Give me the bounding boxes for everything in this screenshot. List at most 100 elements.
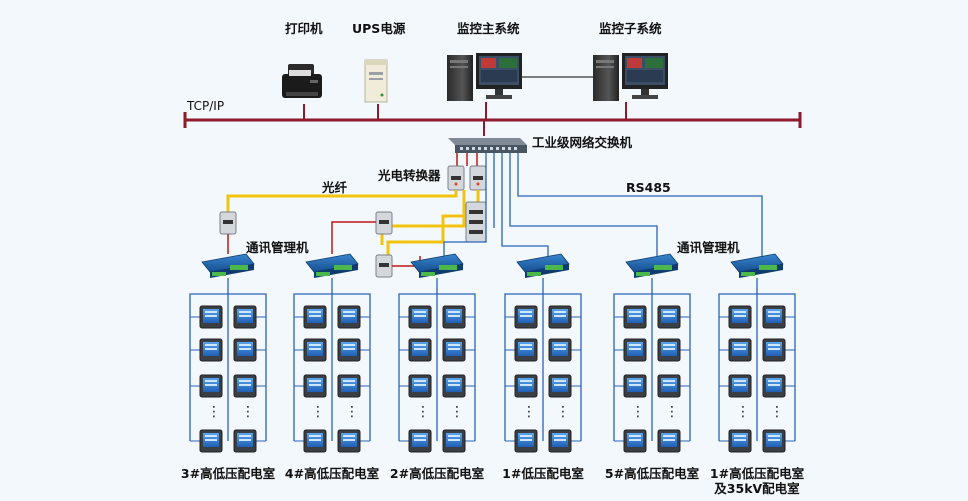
power-meter-icon xyxy=(514,338,538,362)
power-meter-icon xyxy=(623,338,647,362)
optical-converter-icon xyxy=(219,211,237,235)
optical-converter-icon xyxy=(375,211,393,235)
power-meter-icon xyxy=(337,374,361,398)
optical-converter-icon xyxy=(465,201,487,243)
power-meter-icon xyxy=(728,429,752,453)
power-meter-icon xyxy=(657,338,681,362)
more-meters-ellipsis: ⋮ xyxy=(522,404,536,420)
room-column: ⋮ ⋮ 2#高低压配电室 xyxy=(390,253,485,481)
comm-manager-icon xyxy=(625,253,679,278)
room-column: ⋮ ⋮ 5#高低压配电室 xyxy=(605,253,700,481)
more-meters-ellipsis: ⋮ xyxy=(770,404,784,420)
optical-converter-icon xyxy=(447,165,465,191)
power-meter-icon xyxy=(233,305,257,329)
distribution-rooms: ⋮ ⋮ 3#高低压配电室 ⋮ ⋮ 4#高低压配电室 ⋮ ⋮ 2#高低压配电室 ⋮ ⋮ 1#低压配电室 ⋮… xyxy=(181,253,805,496)
power-meter-icon xyxy=(728,305,752,329)
more-meters-ellipsis: ⋮ xyxy=(416,404,430,420)
power-meter-icon xyxy=(514,429,538,453)
optical-converter-icon xyxy=(375,254,393,278)
power-meter-icon xyxy=(233,374,257,398)
power-meter-icon xyxy=(199,338,223,362)
room-label: 5#高低压配电室 xyxy=(605,466,700,481)
power-meter-icon xyxy=(762,338,786,362)
power-meter-icon xyxy=(303,305,327,329)
more-meters-ellipsis: ⋮ xyxy=(241,404,255,420)
sub-monitor-label: 监控子系统 xyxy=(599,21,662,36)
switch-converter-cables xyxy=(456,153,478,166)
power-meter-icon xyxy=(199,429,223,453)
converter-label: 光电转换器 xyxy=(377,168,441,183)
power-meter-icon xyxy=(233,429,257,453)
power-meter-icon xyxy=(442,374,466,398)
comm-manager-icon xyxy=(201,253,255,278)
power-meter-icon xyxy=(442,338,466,362)
power-meter-icon xyxy=(623,429,647,453)
room-label: 3#高低压配电室 xyxy=(181,466,276,481)
more-meters-ellipsis: ⋮ xyxy=(736,404,750,420)
rs485-label: RS485 xyxy=(626,180,671,195)
power-meter-icon xyxy=(548,374,572,398)
tcpip-label: TCP/IP xyxy=(186,99,224,113)
comm-manager-icon xyxy=(516,253,570,278)
power-meter-icon xyxy=(548,429,572,453)
power-meter-icon xyxy=(514,374,538,398)
optical-converter-icon xyxy=(469,165,487,191)
power-meter-icon xyxy=(442,305,466,329)
power-meter-icon xyxy=(762,429,786,453)
power-meter-icon xyxy=(548,338,572,362)
comm-manager-icon xyxy=(410,253,464,278)
power-meter-icon xyxy=(233,338,257,362)
comm-manager-label-left: 通讯管理机 xyxy=(246,240,309,255)
more-meters-ellipsis: ⋮ xyxy=(450,404,464,420)
power-meter-icon xyxy=(337,338,361,362)
more-meters-ellipsis: ⋮ xyxy=(311,404,325,420)
power-meter-icon xyxy=(408,338,432,362)
power-meter-icon xyxy=(337,429,361,453)
computer-icon xyxy=(447,53,522,101)
power-meter-icon xyxy=(548,305,572,329)
room-label: 及35kV配电室 xyxy=(714,481,800,496)
power-meter-icon xyxy=(762,305,786,329)
network-switch-icon xyxy=(448,138,527,153)
comm-manager-icon xyxy=(305,253,359,278)
tcpip-bus xyxy=(183,102,802,136)
computer-icon xyxy=(593,53,668,101)
switch-label: 工业级网络交换机 xyxy=(532,135,633,150)
power-meter-icon xyxy=(514,305,538,329)
power-meter-icon xyxy=(303,429,327,453)
power-meter-icon xyxy=(408,305,432,329)
main-monitor-label: 监控主系统 xyxy=(457,21,520,36)
power-meter-icon xyxy=(408,374,432,398)
power-meter-icon xyxy=(199,305,223,329)
rs485-lines xyxy=(443,153,763,256)
room-label: 4#高低压配电室 xyxy=(285,466,380,481)
more-meters-ellipsis: ⋮ xyxy=(665,404,679,420)
power-meter-icon xyxy=(199,374,223,398)
power-meter-icon xyxy=(728,374,752,398)
power-meter-icon xyxy=(623,374,647,398)
ups-icon xyxy=(364,59,388,103)
more-meters-ellipsis: ⋮ xyxy=(345,404,359,420)
power-meter-icon xyxy=(657,429,681,453)
comm-manager-label-right: 通讯管理机 xyxy=(677,240,740,255)
power-meter-icon xyxy=(337,305,361,329)
power-meter-icon xyxy=(728,338,752,362)
room-label: 1#低压配电室 xyxy=(502,466,584,481)
more-meters-ellipsis: ⋮ xyxy=(631,404,645,420)
power-meter-icon xyxy=(623,305,647,329)
fiber-label: 光纤 xyxy=(321,180,348,195)
fiber-lines xyxy=(226,190,480,255)
more-meters-ellipsis: ⋮ xyxy=(207,404,221,420)
power-meter-icon xyxy=(442,429,466,453)
room-label: 2#高低压配电室 xyxy=(390,466,485,481)
more-meters-ellipsis: ⋮ xyxy=(556,404,570,420)
printer-label: 打印机 xyxy=(285,21,323,36)
power-meter-icon xyxy=(408,429,432,453)
power-meter-icon xyxy=(657,305,681,329)
power-meter-icon xyxy=(657,374,681,398)
printer-icon xyxy=(282,64,322,98)
room-column: ⋮ ⋮ 4#高低压配电室 xyxy=(285,253,380,481)
power-meter-icon xyxy=(303,338,327,362)
